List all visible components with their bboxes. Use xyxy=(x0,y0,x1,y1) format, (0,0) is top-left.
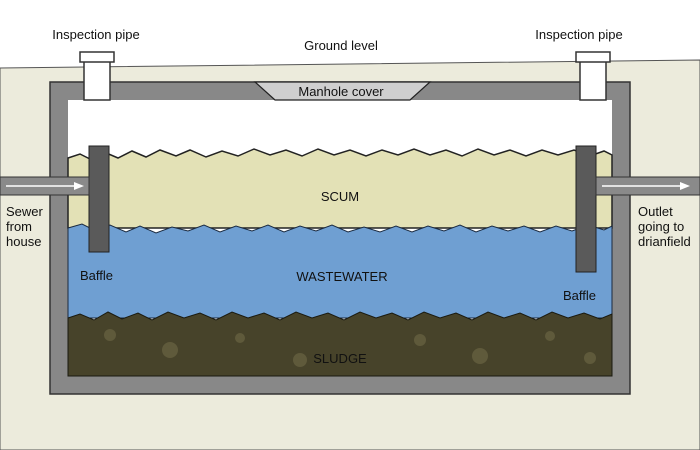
baffle-left-label: Baffle xyxy=(80,268,114,283)
sewer-from-house-label: Sewer from house xyxy=(6,204,43,249)
inlet-arrow-head xyxy=(74,182,84,190)
sewer-label-line2: from xyxy=(6,219,32,234)
baffle-left xyxy=(88,145,110,253)
manhole-cover xyxy=(253,81,432,101)
outlet-label-line2: going to xyxy=(638,219,685,234)
sewer-label-line3: house xyxy=(6,234,42,249)
inspection-pipe-right-cap xyxy=(575,51,611,63)
outlet-label: Outlet going to drianfield xyxy=(638,204,691,249)
sludge-texture xyxy=(104,329,596,367)
sludge-label: SLUDGE xyxy=(313,351,367,366)
scum-label: SCUM xyxy=(320,189,360,204)
sludge-layer xyxy=(67,311,613,377)
wastewater-layer xyxy=(67,223,613,319)
outlet-label-line3: drianfield xyxy=(638,234,691,249)
baffle-right-label: Baffle xyxy=(563,288,597,303)
inspection-pipe-right-label: Inspection pipe xyxy=(535,27,623,42)
wastewater-label: WASTEWATER xyxy=(296,269,388,284)
inspection-pipe-left-cap xyxy=(79,51,115,63)
manhole-cover-label: Manhole cover xyxy=(298,84,384,99)
ground-level-label: Ground level xyxy=(304,38,378,53)
outlet-arrow-head xyxy=(680,182,690,190)
baffle-right xyxy=(575,145,597,273)
inspection-pipe-right xyxy=(579,55,607,101)
scum-layer xyxy=(67,148,613,229)
outlet-label-line1: Outlet xyxy=(638,204,673,219)
inspection-pipe-left xyxy=(83,55,111,101)
sewer-label-line1: Sewer xyxy=(6,204,43,219)
inspection-pipe-left-label: Inspection pipe xyxy=(52,27,140,42)
